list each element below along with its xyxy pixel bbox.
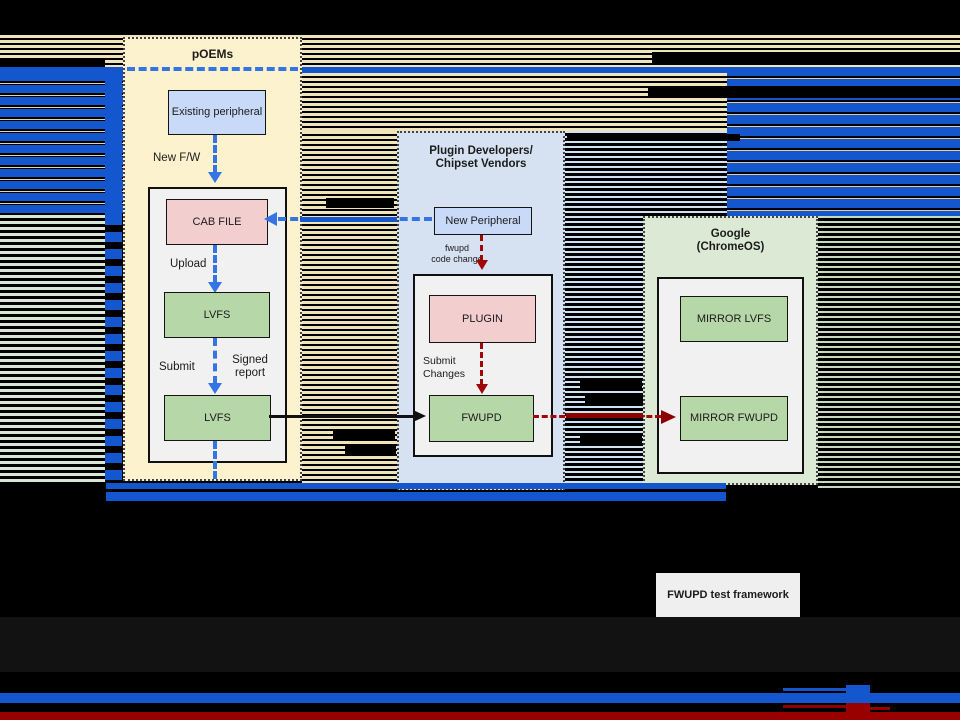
node-plugin: PLUGIN bbox=[429, 295, 536, 343]
arrow-left-icon bbox=[264, 212, 277, 226]
node-lvfs-2: LVFS bbox=[164, 395, 271, 441]
panel-google-title: Google (ChromeOS) bbox=[645, 228, 816, 254]
blue-vertical-strip-dashed bbox=[105, 215, 122, 483]
arrow-down-icon bbox=[208, 172, 222, 183]
arrow-blue-solid-segment bbox=[300, 217, 397, 222]
node-new-peripheral: New Peripheral bbox=[434, 207, 532, 235]
node-fwupd: FWUPD bbox=[429, 395, 534, 442]
glitch-red-block bbox=[846, 703, 870, 713]
glitch-bar bbox=[580, 433, 642, 445]
stripe-region-green-left bbox=[0, 215, 105, 483]
glitch-bar bbox=[333, 430, 395, 440]
arrow-right-icon bbox=[661, 410, 676, 424]
fwupd-test-framework-box: FWUPD test framework bbox=[656, 573, 800, 617]
glitch-red-tail bbox=[870, 707, 890, 710]
stripe-region-left-blue bbox=[0, 73, 123, 215]
stripe-blue-line-top bbox=[0, 67, 960, 73]
arrow-peripheral-to-plugin bbox=[480, 235, 483, 261]
label-submit-changes-line2: Changes bbox=[423, 368, 466, 380]
node-mirror-fwupd: MIRROR FWUPD bbox=[680, 396, 788, 441]
arrow-existing-to-cab bbox=[213, 135, 217, 173]
label-submit-changes-line1: Submit bbox=[423, 355, 456, 367]
arrow-lvfs-down bbox=[213, 441, 217, 479]
label-submit-changes: Submit Changes bbox=[423, 355, 479, 381]
arrow-down-icon bbox=[476, 260, 488, 270]
label-new-fw: New F/W bbox=[153, 152, 201, 164]
glitch-blue-line bbox=[783, 688, 847, 691]
label-fwupd-code-change-line2: code change bbox=[431, 254, 483, 264]
panel-google-title-line1: Google bbox=[710, 228, 751, 240]
glitch-blue-block bbox=[846, 685, 870, 695]
glitch-bar bbox=[585, 395, 643, 405]
glitch-bar bbox=[345, 444, 396, 456]
arrow-plugin-to-fwupd bbox=[480, 343, 483, 385]
panel-plugin-title-line2: Chipset Vendors bbox=[435, 158, 527, 170]
glitch-bar bbox=[326, 198, 394, 208]
arrow-lvfs-to-fwupd bbox=[269, 415, 417, 418]
arrow-down-icon bbox=[208, 282, 222, 293]
panel-poems-title: pOEMs bbox=[191, 47, 234, 61]
panel-plugin-title: Plugin Developers/ Chipset Vendors bbox=[399, 145, 563, 171]
panel-google-title-line2: (ChromeOS) bbox=[696, 241, 765, 253]
panel-google: Google (ChromeOS) MIRROR LVFS MIRROR FWU… bbox=[643, 216, 818, 485]
arrow-down-icon bbox=[208, 383, 222, 394]
panel-plugin-title-line1: Plugin Developers/ bbox=[429, 145, 533, 157]
bottom-red-bar bbox=[0, 712, 960, 720]
stripe-region-green-right bbox=[818, 216, 960, 490]
glitch-bar bbox=[580, 379, 642, 390]
arrow-right-icon bbox=[413, 410, 426, 422]
label-upload: Upload bbox=[170, 258, 207, 270]
node-mirror-lvfs: MIRROR LVFS bbox=[680, 296, 788, 342]
label-submit: Submit bbox=[159, 361, 195, 373]
stripe-region-tan-mid bbox=[302, 73, 727, 131]
label-fwupd-code-change: fwupd code change bbox=[407, 243, 507, 265]
glitch-bar bbox=[567, 134, 740, 141]
node-lvfs-1: LVFS bbox=[164, 292, 270, 338]
label-signed-report: Signed report bbox=[232, 354, 268, 379]
dark-gray-band bbox=[0, 617, 960, 672]
panel-poems: pOEMs Existing peripheral New F/W CAB FI… bbox=[123, 37, 302, 481]
blue-vertical-strip bbox=[105, 67, 122, 215]
poems-dashed-divider bbox=[127, 67, 298, 71]
stripe-region-lightblue-top bbox=[565, 131, 727, 216]
stripe-region-lightblue-column bbox=[565, 216, 643, 490]
arrow-down-icon bbox=[476, 384, 488, 394]
node-existing-peripheral: Existing peripheral bbox=[168, 90, 266, 135]
arrow-lvfs-to-lvfs bbox=[213, 338, 217, 384]
glitch-black-gap bbox=[0, 60, 105, 67]
label-fwupd-code-change-line1: fwupd bbox=[444, 243, 470, 253]
glitch-blue-bar bbox=[106, 483, 726, 489]
node-cab-file: CAB FILE bbox=[166, 199, 268, 245]
glitch-bar bbox=[652, 52, 960, 63]
glitch-bar bbox=[648, 86, 960, 98]
glitch-blue-bar bbox=[106, 492, 726, 501]
arrow-red-solid-segment bbox=[566, 413, 643, 418]
arrow-cab-to-lvfs bbox=[213, 245, 217, 283]
panel-plugin-developers: Plugin Developers/ Chipset Vendors New P… bbox=[397, 131, 565, 490]
bottom-blue-bar bbox=[0, 693, 960, 703]
glitch-red-line bbox=[783, 705, 847, 708]
